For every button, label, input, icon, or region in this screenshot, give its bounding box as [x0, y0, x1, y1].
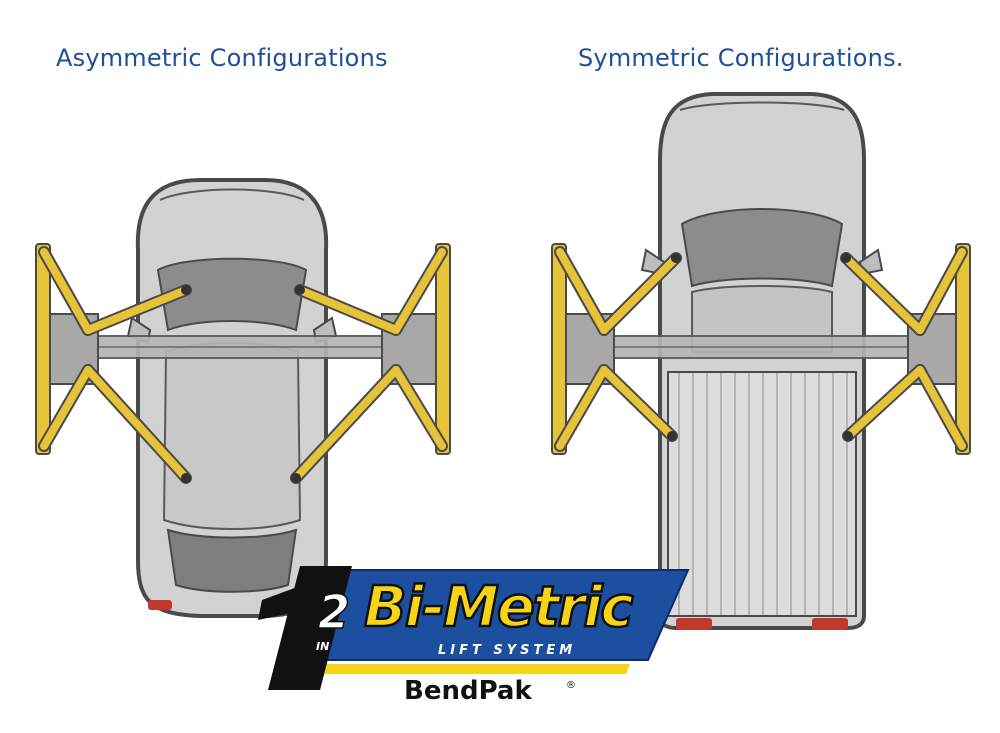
car-top-view-icon [126, 178, 338, 618]
logo-brand: BendPak [404, 676, 532, 706]
symmetric-heading: Symmetric Configurations. [578, 44, 904, 72]
bendpak-logo-icon: 2 IN Bi-Metric LIFT SYSTEM BendPak ® [258, 566, 690, 706]
lift-arm-icon [551, 243, 971, 455]
logo-product-name: Bi-Metric [364, 575, 633, 640]
pickup-truck-top-view-icon [640, 92, 884, 630]
left-lift-arms [38, 246, 448, 484]
lift-arm-icon [35, 243, 451, 455]
logo-brand-mark: ® [566, 680, 576, 691]
asymmetric-heading: Asymmetric Configurations [56, 44, 388, 72]
logo-number: 2 [318, 585, 350, 639]
logo-tagline: LIFT SYSTEM [438, 643, 576, 658]
logo-number-suffix: IN [316, 640, 329, 653]
right-lift-arms [554, 246, 968, 452]
